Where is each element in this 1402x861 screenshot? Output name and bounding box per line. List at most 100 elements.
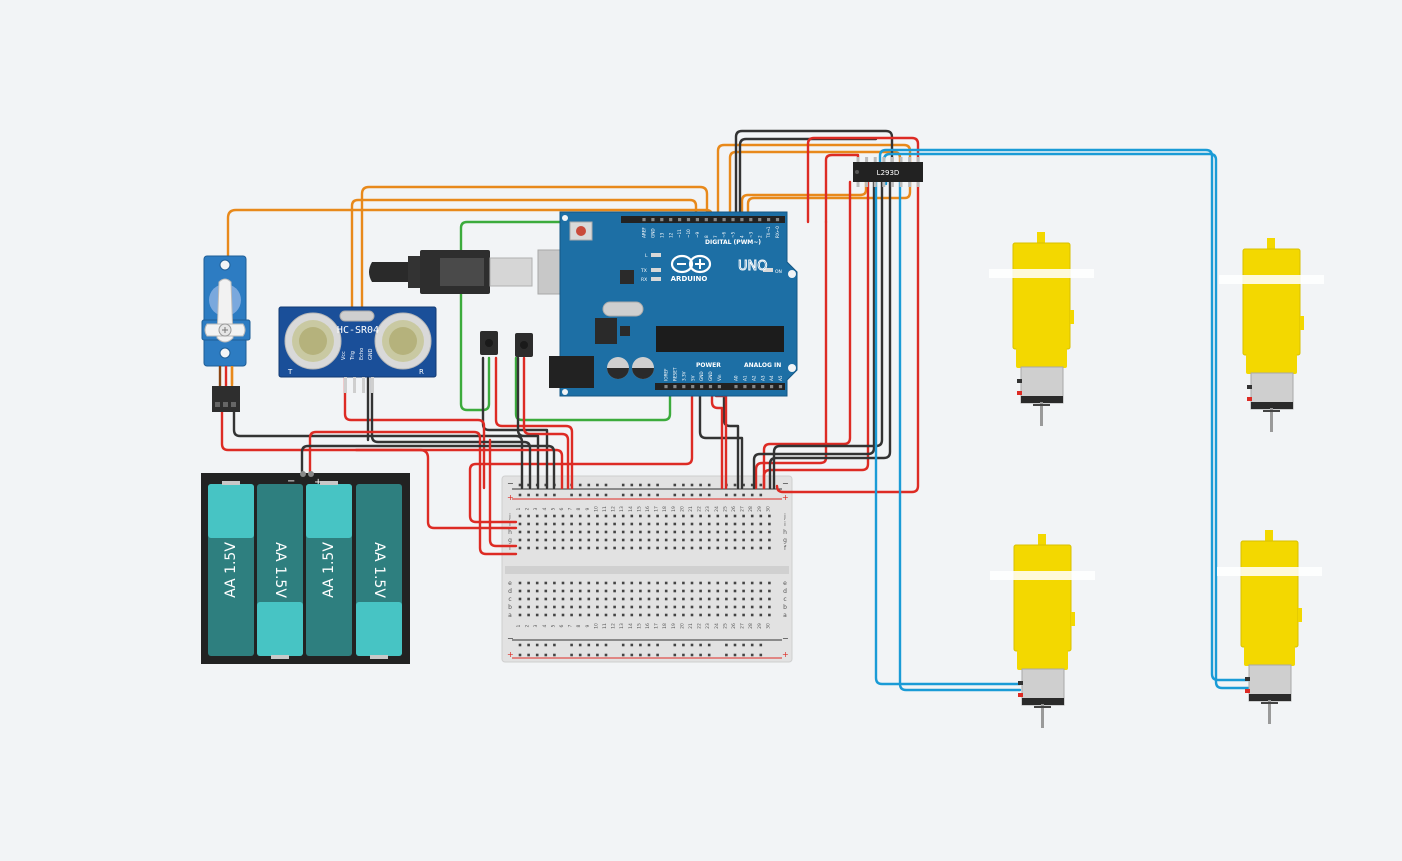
rail-hole[interactable] — [647, 493, 651, 497]
wire-servo-gnd[interactable] — [232, 408, 524, 490]
breadboard-hole[interactable] — [707, 514, 711, 518]
breadboard-hole[interactable] — [596, 530, 599, 534]
breadboard-hole[interactable] — [535, 581, 539, 585]
wire-en-to-board[interactable] — [762, 180, 852, 490]
breadboard-hole[interactable] — [630, 514, 634, 518]
breadboard-hole[interactable] — [596, 581, 599, 585]
breadboard-hole[interactable] — [621, 581, 625, 585]
breadboard-hole[interactable] — [707, 589, 711, 593]
breadboard-hole[interactable] — [742, 546, 745, 550]
breadboard-hole[interactable] — [527, 522, 530, 526]
breadboard-hole[interactable] — [673, 597, 677, 601]
rail-hole[interactable] — [639, 643, 642, 647]
digital-pin[interactable] — [651, 218, 655, 222]
breadboard-hole[interactable] — [527, 613, 530, 617]
breadboard-hole[interactable] — [570, 538, 573, 542]
breadboard-hole[interactable] — [690, 597, 694, 601]
rail-hole[interactable] — [707, 483, 711, 487]
breadboard-hole[interactable] — [725, 522, 728, 526]
breadboard-hole[interactable] — [621, 589, 625, 593]
breadboard-hole[interactable] — [527, 514, 530, 518]
rail-hole[interactable] — [535, 643, 539, 647]
breadboard-hole[interactable] — [630, 581, 634, 585]
breadboard-hole[interactable] — [604, 538, 608, 542]
breadboard-hole[interactable] — [621, 597, 625, 601]
breadboard-hole[interactable] — [673, 530, 677, 534]
breadboard-hole[interactable] — [570, 589, 573, 593]
rail-hole[interactable] — [733, 653, 737, 657]
breadboard-hole[interactable] — [750, 538, 754, 542]
breadboard-hole[interactable] — [639, 538, 642, 542]
breadboard-hole[interactable] — [742, 605, 745, 609]
breadboard-hole[interactable] — [716, 581, 720, 585]
breadboard-hole[interactable] — [725, 514, 728, 518]
analog-pin[interactable] — [761, 385, 765, 389]
breadboard-hole[interactable] — [647, 613, 651, 617]
digital-pin[interactable] — [775, 218, 780, 222]
rail-hole[interactable] — [596, 483, 599, 487]
breadboard-hole[interactable] — [553, 538, 556, 542]
wire-motor-a1[interactable] — [878, 148, 1250, 682]
breadboard-hole[interactable] — [759, 546, 763, 550]
breadboard-hole[interactable] — [759, 522, 763, 526]
breadboard-hole[interactable] — [561, 530, 565, 534]
breadboard-hole[interactable] — [544, 597, 548, 601]
breadboard-hole[interactable] — [553, 530, 556, 534]
digital-pin[interactable] — [722, 218, 726, 222]
breadboard-hole[interactable] — [768, 538, 771, 542]
rail-hole[interactable] — [570, 493, 573, 497]
wire-black-b[interactable] — [768, 180, 892, 490]
digital-pin[interactable] — [686, 218, 691, 222]
analog-pin[interactable] — [752, 385, 756, 389]
breadboard-hole[interactable] — [768, 613, 771, 617]
breadboard-hole[interactable] — [544, 605, 548, 609]
breadboard-hole[interactable] — [664, 546, 668, 550]
ic-pin[interactable] — [890, 182, 894, 187]
rail-hole[interactable] — [553, 643, 556, 647]
ic-pin[interactable] — [908, 157, 912, 162]
rail-hole[interactable] — [656, 653, 659, 657]
arduino-board-icon[interactable]: ARDUINO UNO DIGITAL (PWM~) POWER ANALOG … — [549, 211, 798, 397]
dc-motor-icon[interactable] — [1219, 238, 1324, 432]
breadboard-hole[interactable] — [561, 581, 565, 585]
wire-l293d-in2[interactable] — [728, 150, 902, 224]
rail-hole[interactable] — [527, 643, 530, 647]
breadboard-hole[interactable] — [639, 514, 642, 518]
digital-pin[interactable] — [758, 218, 762, 222]
breadboard-hole[interactable] — [621, 605, 625, 609]
wire-ir2-vcc[interactable] — [522, 356, 570, 490]
breadboard-hole[interactable] — [570, 514, 573, 518]
breadboard-holes[interactable] — [518, 483, 771, 657]
breadboard-hole[interactable] — [578, 530, 582, 534]
wire-trig[interactable] — [360, 185, 709, 312]
breadboard-hole[interactable] — [544, 613, 548, 617]
breadboard-hole[interactable] — [690, 613, 694, 617]
breadboard-hole[interactable] — [544, 522, 548, 526]
rail-hole[interactable] — [733, 493, 737, 497]
rail-hole[interactable] — [699, 653, 702, 657]
rail-hole[interactable] — [673, 653, 677, 657]
breadboard-hole[interactable] — [707, 546, 711, 550]
ic-pin[interactable] — [873, 182, 877, 187]
breadboard-hole[interactable] — [699, 597, 702, 601]
breadboard-hole[interactable] — [750, 522, 754, 526]
digital-pin[interactable] — [713, 218, 717, 222]
breadboard-hole[interactable] — [639, 581, 642, 585]
breadboard-hole[interactable] — [535, 597, 539, 601]
breadboard-hole[interactable] — [716, 546, 720, 550]
breadboard-hole[interactable] — [553, 589, 556, 593]
rail-hole[interactable] — [742, 483, 745, 487]
rail-hole[interactable] — [707, 653, 711, 657]
breadboard-hole[interactable] — [535, 605, 539, 609]
breadboard-hole[interactable] — [613, 597, 616, 601]
breadboard-hole[interactable] — [596, 546, 599, 550]
breadboard-hole[interactable] — [604, 522, 608, 526]
rail-hole[interactable] — [639, 483, 642, 487]
breadboard-hole[interactable] — [604, 613, 608, 617]
rail-hole[interactable] — [604, 653, 608, 657]
breadboard-hole[interactable] — [699, 530, 702, 534]
rail-hole[interactable] — [527, 483, 530, 487]
breadboard-hole[interactable] — [518, 546, 522, 550]
breadboard-hole[interactable] — [544, 514, 548, 518]
